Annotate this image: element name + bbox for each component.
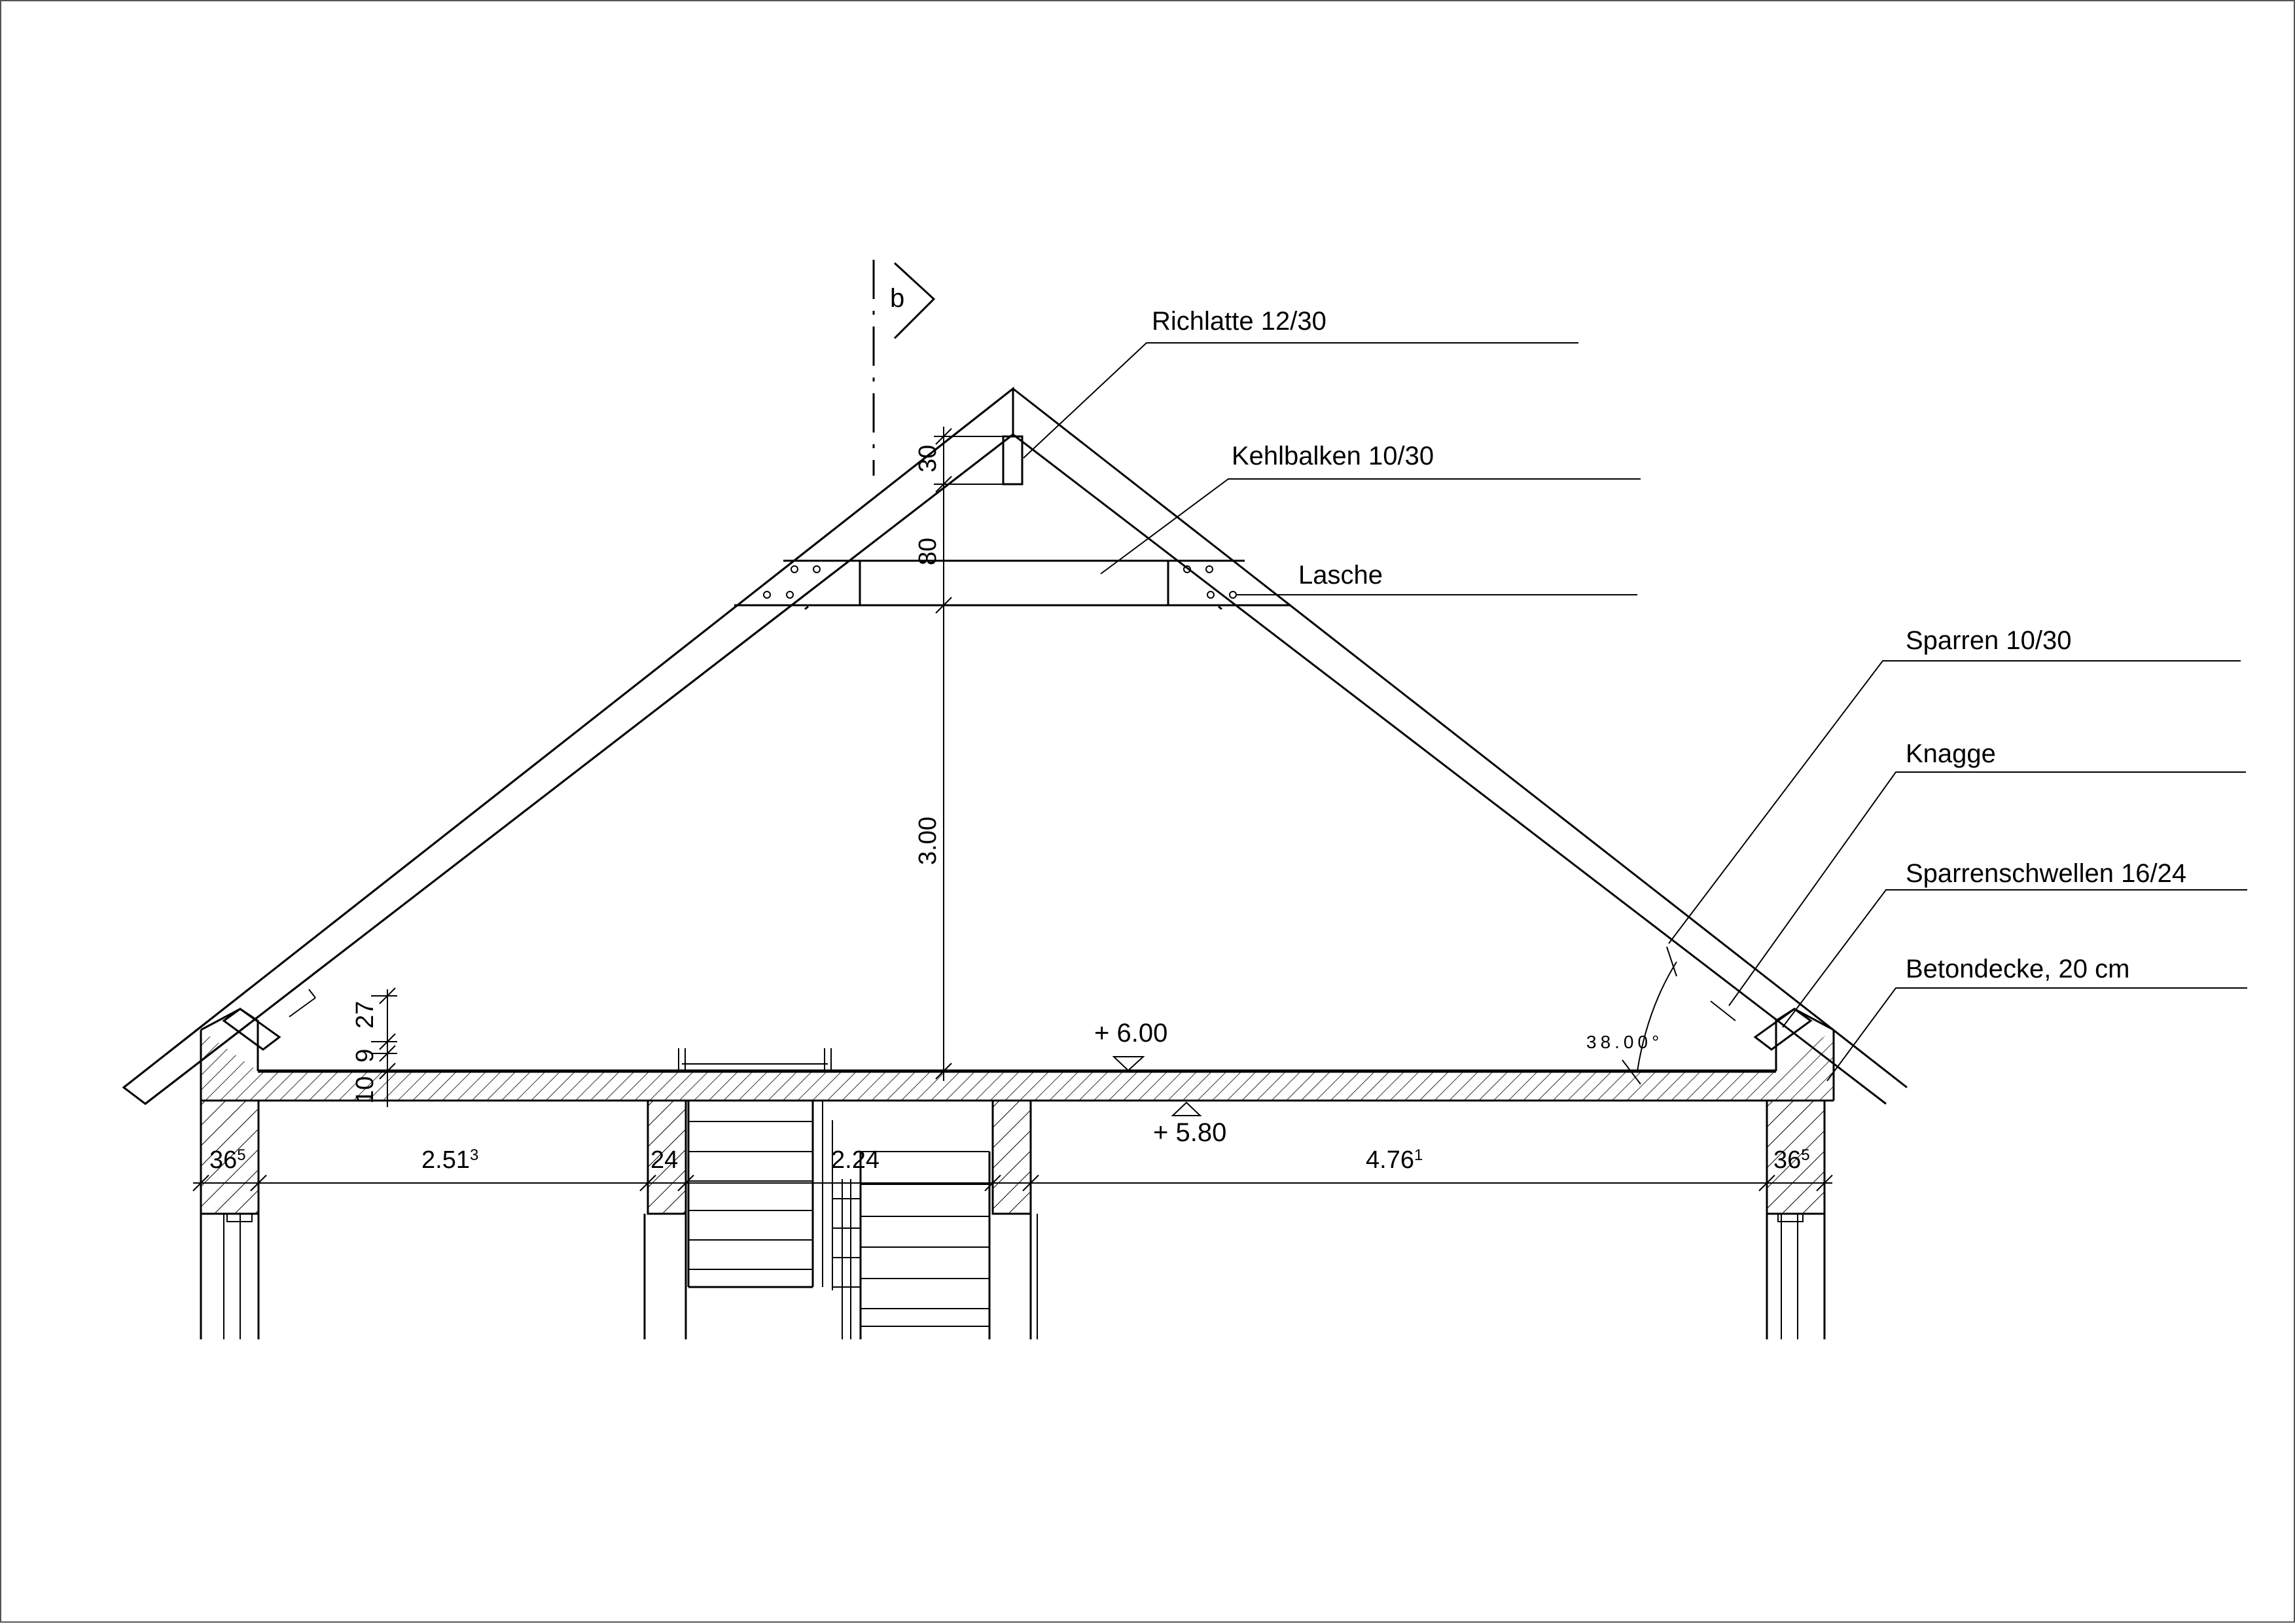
label-sparrenschwellen: Sparrenschwellen 16/24 bbox=[1906, 859, 2186, 888]
dim-10: 10 bbox=[351, 1076, 379, 1104]
level-top: + 6.00 bbox=[1094, 1019, 1167, 1072]
dim-9: 9 bbox=[351, 1049, 379, 1063]
wall-mid-2 bbox=[991, 1099, 1038, 1339]
dim-wall-left: 365 bbox=[209, 1146, 246, 1174]
wall-left bbox=[200, 1099, 260, 1339]
wall-mid-1 bbox=[643, 1099, 687, 1339]
roof-angle: 38.00° bbox=[1586, 946, 1677, 1085]
section-marker: b bbox=[872, 260, 936, 476]
dim-wall-mid: 24 bbox=[650, 1146, 678, 1174]
dim-wall-right: 365 bbox=[1773, 1146, 1810, 1174]
rafter-left bbox=[122, 386, 1014, 1105]
leader-lasche: Lasche bbox=[1237, 561, 1637, 595]
strap-right bbox=[1183, 565, 1237, 599]
roof-angle-label: 38.00° bbox=[1586, 1032, 1663, 1052]
dim-30: 30 bbox=[914, 445, 942, 472]
section-marker-label: b bbox=[890, 284, 904, 313]
level-bottom-label: + 5.80 bbox=[1153, 1118, 1226, 1147]
strap-left bbox=[734, 565, 821, 607]
label-kehlbalken: Kehlbalken 10/30 bbox=[1232, 442, 1434, 470]
level-bottom: + 5.80 bbox=[1153, 1101, 1226, 1147]
horizontal-dimension-chain: 365 2.513 24 2.24 4.761 365 bbox=[192, 1146, 1833, 1192]
leader-sparrenschwellen: Sparrenschwellen 16/24 bbox=[1782, 859, 2247, 1028]
level-top-label: + 6.00 bbox=[1094, 1019, 1167, 1048]
dim-3-00: 3.00 bbox=[914, 817, 942, 865]
label-betondecke: Betondecke, 20 cm bbox=[1906, 955, 2129, 983]
concrete-slab bbox=[200, 1008, 1835, 1102]
dim-span-3: 4.761 bbox=[1366, 1146, 1423, 1174]
dim-80: 80 bbox=[914, 538, 942, 565]
wall-plate-left bbox=[222, 989, 316, 1051]
leader-betondecke: Betondecke, 20 cm bbox=[1826, 955, 2247, 1082]
wall-right bbox=[1766, 1099, 1826, 1339]
dim-27: 27 bbox=[351, 1001, 379, 1029]
vertical-dimension-chain: 30 80 3.00 bbox=[914, 427, 1003, 1081]
label-sparren: Sparren 10/30 bbox=[1906, 626, 2072, 655]
label-richlatte: Richlatte 12/30 bbox=[1152, 307, 1326, 336]
dim-span-2: 2.24 bbox=[831, 1146, 880, 1174]
ridge-batten bbox=[1002, 435, 1023, 485]
leader-knagge: Knagge bbox=[1728, 739, 2246, 1006]
wall-plate-right bbox=[1710, 1000, 1813, 1051]
label-lasche: Lasche bbox=[1298, 561, 1383, 590]
leader-richlatte: Richlatte 12/30 bbox=[1023, 307, 1578, 459]
collar-beam bbox=[734, 559, 1290, 607]
leader-kehlbalken: Kehlbalken 10/30 bbox=[1100, 442, 1641, 574]
label-knagge: Knagge bbox=[1906, 739, 1996, 768]
leader-sparren: Sparren 10/30 bbox=[1668, 626, 2241, 944]
rafter-right bbox=[1012, 387, 1908, 1105]
dim-span-1: 2.513 bbox=[421, 1146, 478, 1174]
eave-dimension-chain: 27 9 10 bbox=[351, 987, 397, 1107]
